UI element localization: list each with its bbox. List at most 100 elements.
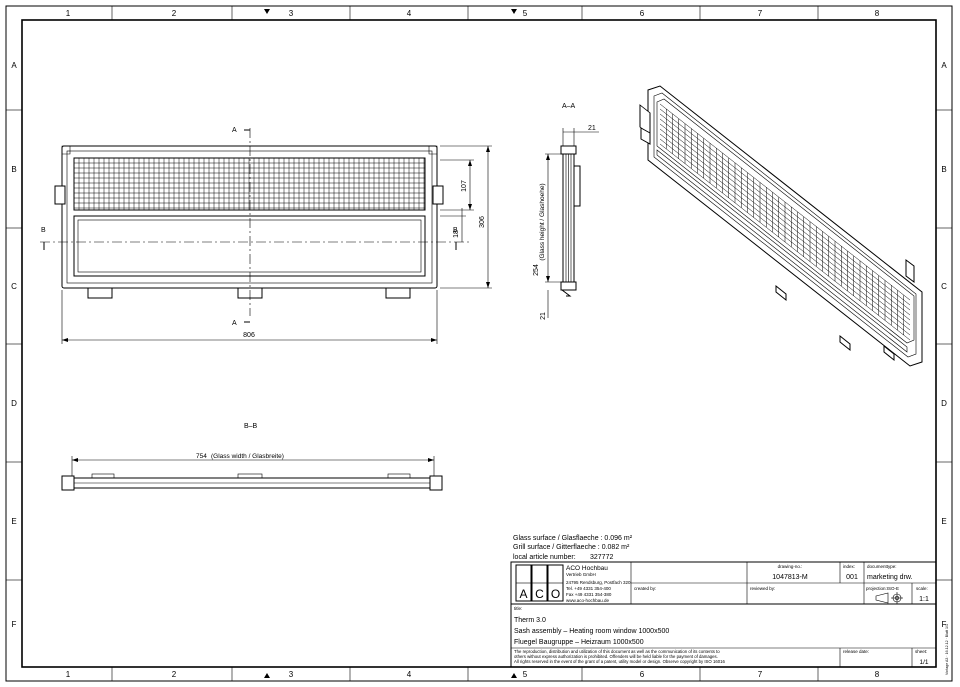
drawing-no-value: 1047813-M — [772, 574, 808, 581]
sheet-value: 1/1 — [919, 659, 928, 666]
dim-height-gap: 18 — [453, 230, 460, 238]
company-sub: Vertrieb GmbH — [566, 572, 596, 577]
hinge — [883, 344, 895, 362]
column-label: 8 — [875, 9, 880, 18]
hinge — [87, 287, 113, 299]
row-label: D — [941, 399, 947, 408]
dim-top: 21 — [588, 125, 596, 132]
dim-width: 806 — [243, 332, 255, 339]
column-label: 2 — [172, 9, 177, 18]
drawing-frame — [5, 5, 953, 682]
column-label: 6 — [640, 9, 645, 18]
dim-glass-height: 254 — [533, 264, 540, 276]
logo-letter: C — [535, 587, 544, 601]
local-article-label: local article number: — [513, 554, 576, 561]
section-aa-title: A–A — [562, 103, 576, 110]
row-label: A — [11, 61, 17, 70]
column-label: 7 — [758, 670, 763, 679]
centering-mark — [511, 673, 517, 678]
section-mark-b: B — [453, 227, 458, 234]
column-label: 4 — [407, 9, 412, 18]
title-line: Sash assembly – Heating room window 1000… — [514, 628, 669, 635]
legal-line: All rights reserved in the event of the … — [514, 659, 726, 664]
legal-line: The reproduction, distribution and utili… — [514, 649, 720, 654]
dim-glass-width-label: (Glass width / Glasbreite) — [211, 453, 284, 460]
column-label: 6 — [640, 670, 645, 679]
row-label: C — [11, 282, 17, 291]
logo-letter: O — [551, 587, 560, 601]
row-label: F — [12, 620, 17, 629]
row-label: B — [941, 165, 946, 174]
address-line: Fax +49 4331 354-380 — [566, 592, 612, 597]
centering-mark — [264, 9, 270, 14]
hinge — [385, 287, 411, 299]
column-label: 4 — [407, 670, 412, 679]
dim-glass-width: 754 — [196, 453, 207, 460]
title-line: Fluegel Baugruppe – Heizraum 1000x500 — [514, 639, 644, 646]
column-label: 8 — [875, 670, 880, 679]
glass-surface-note: Glass surface / Glasflaeche : 0.096 m² — [513, 535, 633, 542]
row-label: A — [941, 61, 947, 70]
local-article-number: 327772 — [590, 554, 613, 561]
hinge — [839, 334, 851, 352]
column-label: 1 — [66, 9, 71, 18]
row-label: F — [942, 620, 947, 629]
row-label: B — [11, 165, 16, 174]
title-label: title: — [514, 606, 522, 611]
section-bb-title: B–B — [244, 423, 258, 430]
centering-mark — [264, 673, 270, 678]
column-label: 3 — [289, 9, 294, 18]
latch — [432, 185, 444, 205]
section-mark-b: B — [41, 227, 46, 234]
section-mark-a: A — [232, 320, 237, 327]
front-view: A A B B 806 306 107 18 — [40, 127, 492, 344]
address-line: 24795 Rendsburg, Postfach 320 — [566, 580, 631, 585]
grille-pattern — [74, 158, 425, 210]
address-line: Tel. +49 4331 354-400 — [566, 586, 611, 591]
index-label: index: — [843, 564, 855, 569]
centering-mark — [511, 9, 517, 14]
title-block: A C O ACO Hochbau Vertrieb GmbH 24795 Re… — [510, 561, 937, 668]
section-mark-a: A — [232, 127, 237, 134]
legal-line: others without express authorization is … — [514, 654, 718, 659]
doc-type-label: documenttype: — [867, 564, 897, 569]
section-aa-view: A–A 21 (Glass height / Glashoehe) 254 21 — [533, 103, 599, 320]
projection-symbol-icon — [875, 592, 903, 604]
dim-height-grille: 107 — [461, 180, 468, 192]
grille-pattern — [659, 103, 911, 341]
projection-label: projection:ISO-E — [866, 586, 899, 591]
address-line: www.aco-hochbau.de — [566, 598, 610, 603]
edge-note: Vorlage A3 · 16.12.12 · Blatt 1/1 — [945, 624, 949, 675]
logo-letter: A — [519, 587, 527, 601]
company-name: ACO Hochbau — [566, 565, 608, 572]
latch — [54, 185, 66, 205]
index-value: 001 — [846, 574, 858, 581]
column-label: 2 — [172, 670, 177, 679]
hinge — [775, 284, 787, 302]
surface-notes: Glass surface / Glasflaeche : 0.096 m² G… — [513, 535, 633, 561]
row-label: D — [11, 399, 17, 408]
row-label: E — [11, 517, 16, 526]
dim-height-total: 306 — [479, 216, 486, 228]
column-label: 5 — [523, 9, 528, 18]
reviewed-by-label: reviewed by: — [750, 586, 775, 591]
latch — [640, 127, 651, 145]
column-label: 5 — [523, 670, 528, 679]
dim-bottom: 21 — [540, 312, 547, 320]
section-bb-view: B–B 754 (Glass width / Glasbreite) — [61, 423, 443, 491]
column-label: 3 — [289, 670, 294, 679]
grill-surface-note: Grill surface / Gitterflaeche : 0.082 m² — [513, 544, 630, 551]
drawing-no-label: drawing-no.: — [778, 564, 803, 569]
column-label: 7 — [758, 9, 763, 18]
isometric-view — [639, 85, 923, 367]
row-label: C — [941, 282, 947, 291]
column-label: 1 — [66, 670, 71, 679]
dim-glass-height-label: (Glass height / Glashoehe) — [539, 183, 546, 260]
row-label: E — [941, 517, 946, 526]
scale-value: 1:1 — [919, 596, 929, 603]
sheet-label: sheet: — [915, 649, 927, 654]
release-date-label: release date: — [843, 649, 869, 654]
scale-label: scale: — [916, 586, 928, 591]
title-line: Therm 3.0 — [514, 617, 546, 624]
